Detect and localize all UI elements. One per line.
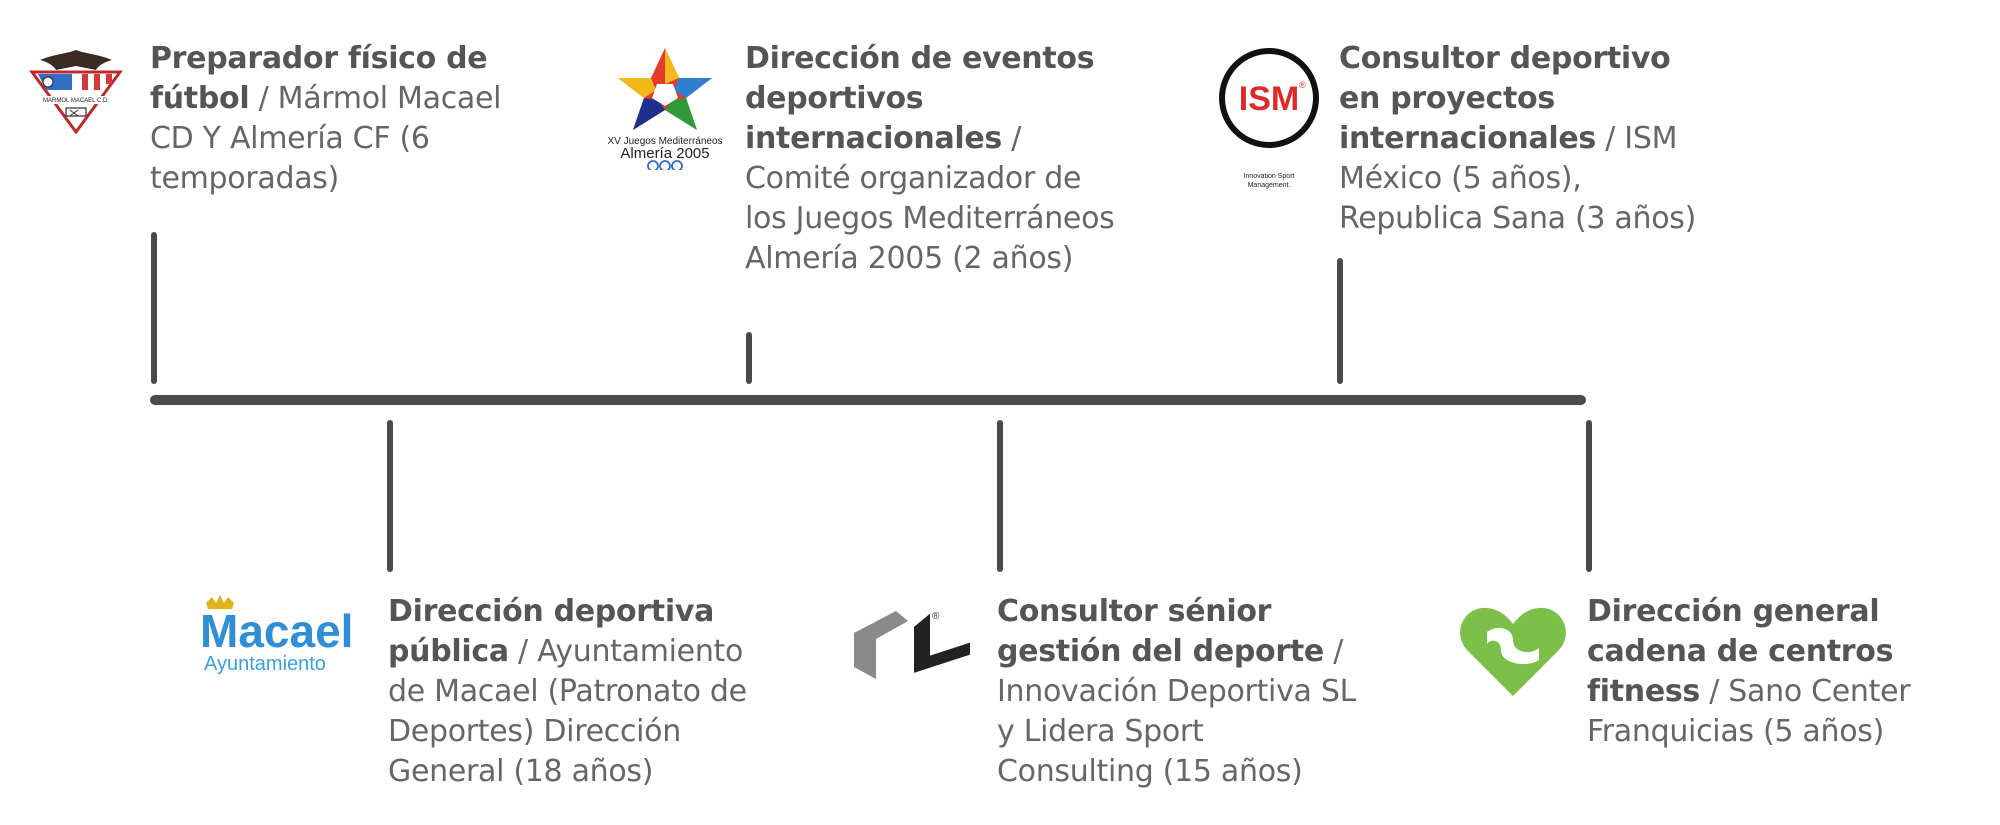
entry-org: / Ayuntamiento de Macael (Patronato de D… [388, 634, 747, 789]
star-games-line1: XV Juegos Mediterráneos [607, 136, 722, 147]
entry-org: / ISM México (5 años), Republica Sana (3… [1339, 121, 1697, 236]
tick-ism [1337, 258, 1343, 384]
entry-org: / Innovación Deportiva SL y Lidera Sport… [997, 634, 1357, 789]
ism-mark: ISM [1239, 80, 1299, 118]
entry-macael: Dirección deportiva pública / Ayuntamien… [388, 592, 758, 792]
tick-macael [387, 420, 393, 572]
macael-sub: Ayuntamiento [204, 653, 326, 675]
entry-role: Dirección de eventos deportivos internac… [745, 41, 1095, 156]
tick-innovacion [997, 420, 1003, 572]
club-crest-text: MARMOL MACAEL C.D. [43, 98, 109, 104]
green-heart-logo-icon [1457, 602, 1569, 702]
entry-role: Dirección general cadena de centros fitn… [1587, 594, 1894, 709]
macael-word: Macael [200, 605, 353, 657]
entry-innovacion: Consultor sénior gestión del deporte / I… [997, 592, 1367, 792]
entry-sano: Dirección general cadena de centros fitn… [1587, 592, 1967, 752]
entry-org: / Mármol Macael CD Y Almería CF (6 tempo… [150, 81, 502, 196]
entry-role: Preparador físico de fútbol [150, 41, 488, 116]
ism-registered: ® [1299, 80, 1306, 90]
entry-role: Consultor sénior gestión del deporte [997, 594, 1324, 669]
l-shape-logo-icon: ® [852, 605, 978, 685]
ism-caption-2: Management. [1248, 182, 1291, 189]
club-crest-icon: MARMOL MACAEL C.D. [26, 44, 126, 135]
entry-role: Consultor deportivo en proyectos interna… [1339, 41, 1671, 156]
tick-sano [1586, 420, 1592, 572]
timeline-axis [150, 395, 1586, 405]
star-games-line2: Almería 2005 [620, 145, 709, 162]
entry-role: Dirección deportiva pública [388, 594, 715, 669]
crown-icon [206, 595, 234, 609]
l-shape-registered: ® [932, 611, 940, 622]
entry-org: / Comité organizador de los Juegos Medit… [745, 121, 1115, 276]
ism-circle-logo-icon: ISM ® Innovation Sport Management. [1215, 44, 1323, 194]
entry-org: / Sano Center Franquicias (5 años) [1587, 674, 1911, 749]
ism-caption-1: Innovation Sport [1244, 173, 1295, 180]
tick-almeria-2005 [746, 332, 752, 384]
entry-almeria-2005: Dirección de eventos deportivos internac… [745, 39, 1115, 279]
tick-marmol-macael [151, 232, 157, 384]
entry-marmol-macael: Preparador físico de fútbol / Mármol Mac… [150, 39, 530, 199]
star-games-logo-icon: XV Juegos Mediterráneos Almería 2005 [602, 44, 728, 172]
macael-logo: Macael Ayuntamiento [198, 595, 368, 685]
entry-ism: Consultor deportivo en proyectos interna… [1339, 39, 1709, 239]
